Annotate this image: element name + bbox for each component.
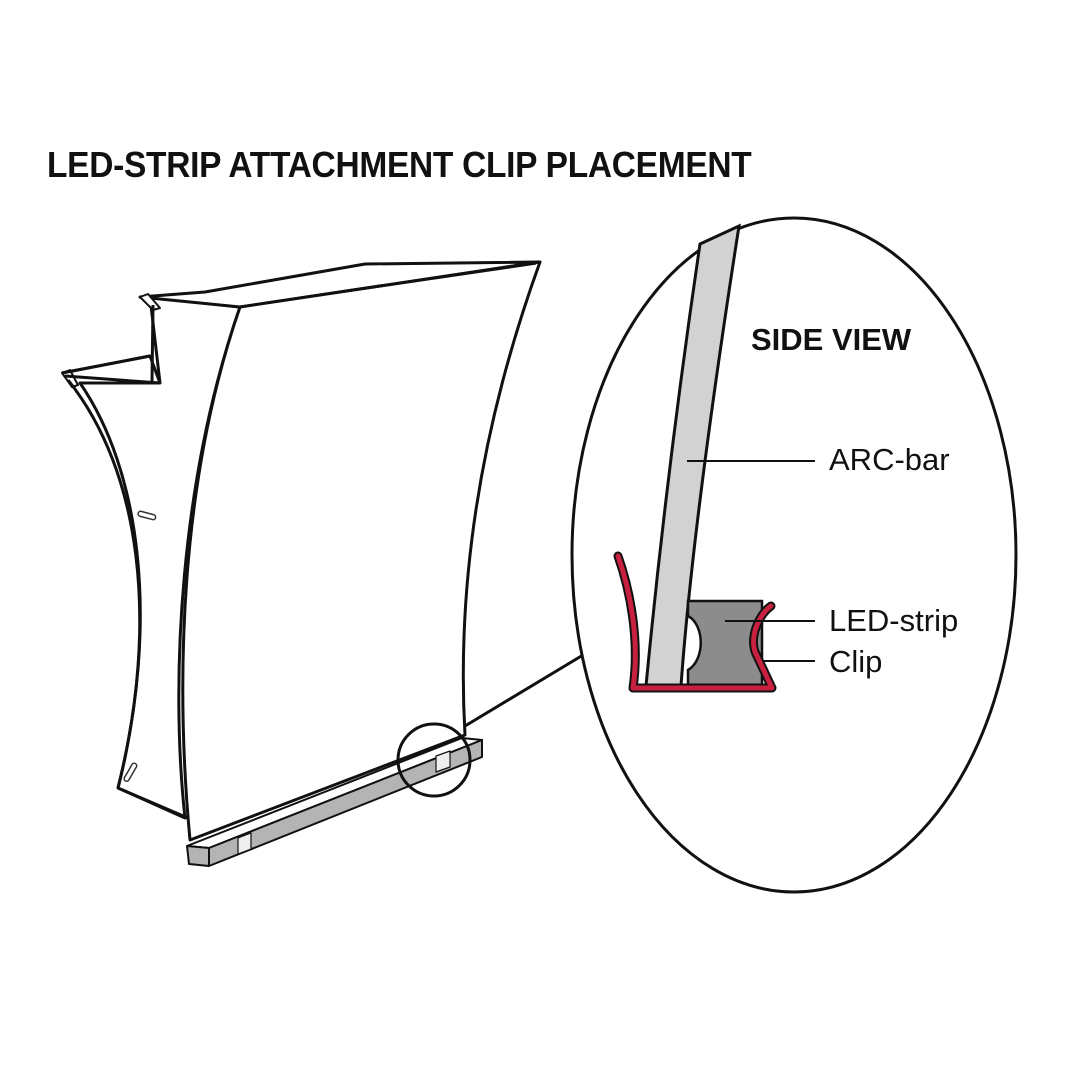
top-cap <box>138 260 542 309</box>
detail-ellipse <box>570 216 1018 894</box>
slot-icon <box>137 510 157 521</box>
slot-marks <box>123 510 157 782</box>
clip-label: Clip <box>829 644 882 679</box>
display-unit <box>61 260 542 842</box>
magnifier-callout <box>396 644 599 798</box>
led-strip-label: LED-strip <box>829 603 958 638</box>
diagram-title: LED-STRIP ATTACHMENT CLIP PLACEMENT <box>47 144 752 185</box>
side-view-heading: SIDE VIEW <box>751 322 912 357</box>
side-view-detail: SIDE VIEW ARC-bar LED-strip Clip <box>570 216 1018 894</box>
led-rail <box>186 737 483 867</box>
leader-line <box>464 644 599 728</box>
arc-bar-label: ARC-bar <box>829 442 950 477</box>
front-face <box>181 260 542 842</box>
slot-icon <box>123 762 138 782</box>
magnifier-circle <box>396 722 472 798</box>
